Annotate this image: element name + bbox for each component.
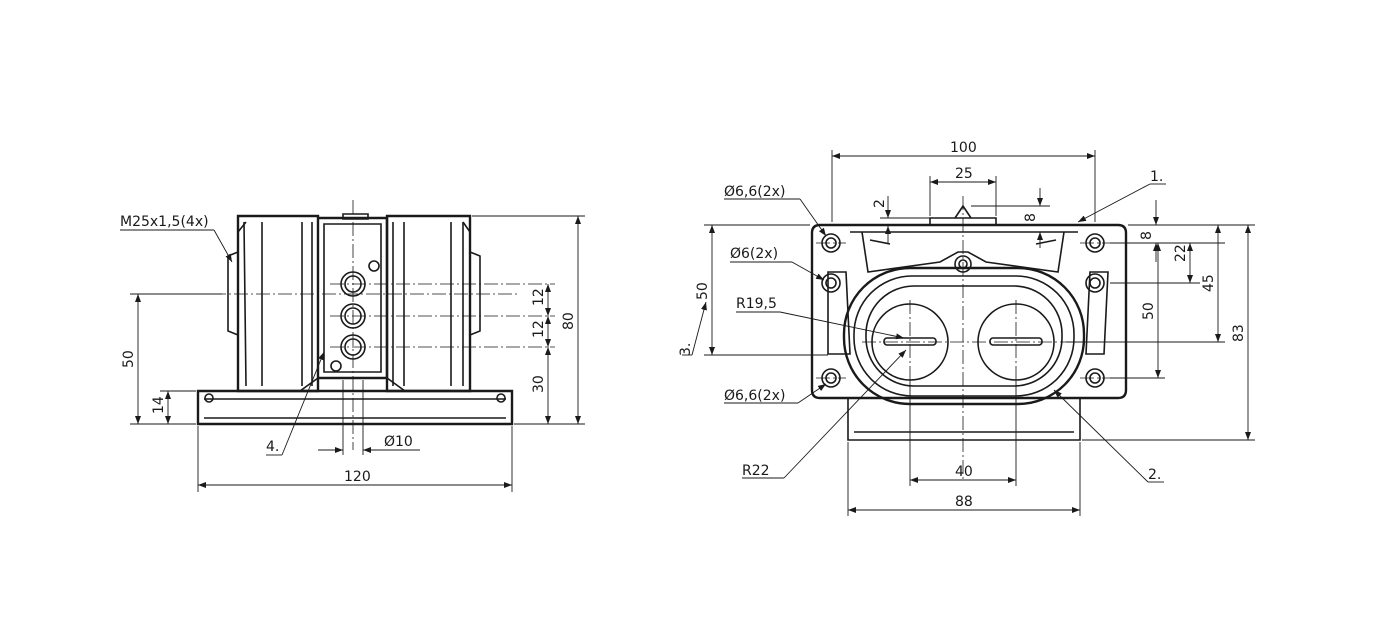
callout-2: 2. <box>1148 467 1161 483</box>
front-view: 120 80 30 12 12 50 14 M25x1,5(4x) Ø10 <box>120 200 585 492</box>
hole-label-mid: Ø6(2x) <box>730 246 778 262</box>
dim-base-14: 14 <box>151 396 167 414</box>
radius-large: R22 <box>742 463 770 479</box>
dim-slot-25: 25 <box>955 166 973 182</box>
callout-3: 3. <box>678 343 694 356</box>
radius-small: R19,5 <box>736 296 777 312</box>
dim-spacing-40: 40 <box>955 464 973 480</box>
top-view: 100 25 2 8 Ø6,6(2x) Ø6(2x) Ø6,6(2x) R19,… <box>678 140 1255 516</box>
dim-bore-10: Ø10 <box>384 434 413 450</box>
dim-width-100: 100 <box>950 140 977 156</box>
dim-small-8: 8 <box>1023 213 1039 222</box>
hole-label-bottom: Ø6,6(2x) <box>724 388 785 404</box>
dim-height-83: 83 <box>1231 324 1247 342</box>
dim-width-88: 88 <box>955 494 973 510</box>
dim-pitch-12-lower: 12 <box>531 320 547 338</box>
dim-side-22: 22 <box>1173 244 1189 262</box>
callout-4: 4. <box>266 439 279 455</box>
thread-label: M25x1,5(4x) <box>120 214 209 230</box>
dim-width-120: 120 <box>344 469 371 485</box>
dim-pitch-12-upper: 12 <box>531 288 547 306</box>
hole-label-top: Ø6,6(2x) <box>724 184 785 200</box>
dim-side-45: 45 <box>1201 274 1217 292</box>
dim-port-30: 30 <box>531 375 547 393</box>
dim-height-80: 80 <box>561 312 577 330</box>
dim-axis-50: 50 <box>121 350 137 368</box>
callout-1: 1. <box>1150 169 1163 185</box>
dim-small-2: 2 <box>872 199 888 208</box>
dim-side-50-inner: 50 <box>1141 302 1157 320</box>
dim-side-8: 8 <box>1139 231 1155 240</box>
dim-side-50-outer: 50 <box>695 282 711 300</box>
